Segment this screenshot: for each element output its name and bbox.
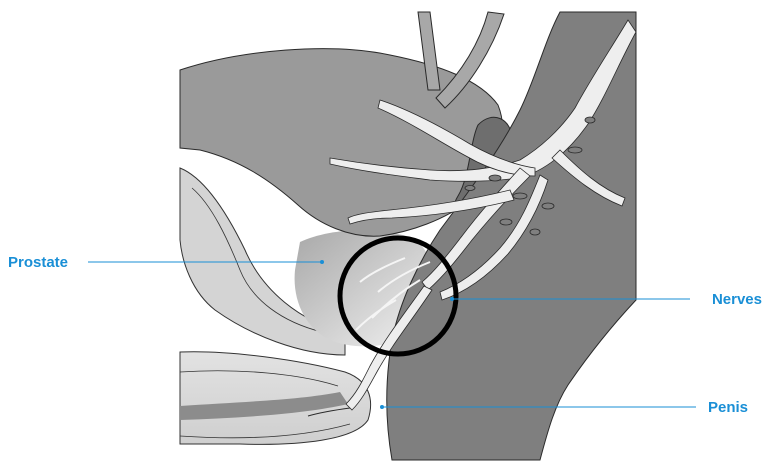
nerves-leader-dot xyxy=(450,297,454,301)
penis-leader-dot xyxy=(380,405,384,409)
nerves-label: Nerves xyxy=(712,292,762,307)
penis-label: Penis xyxy=(708,400,748,415)
prostate-leader-dot xyxy=(320,260,324,264)
prostate-label: Prostate xyxy=(8,255,68,270)
